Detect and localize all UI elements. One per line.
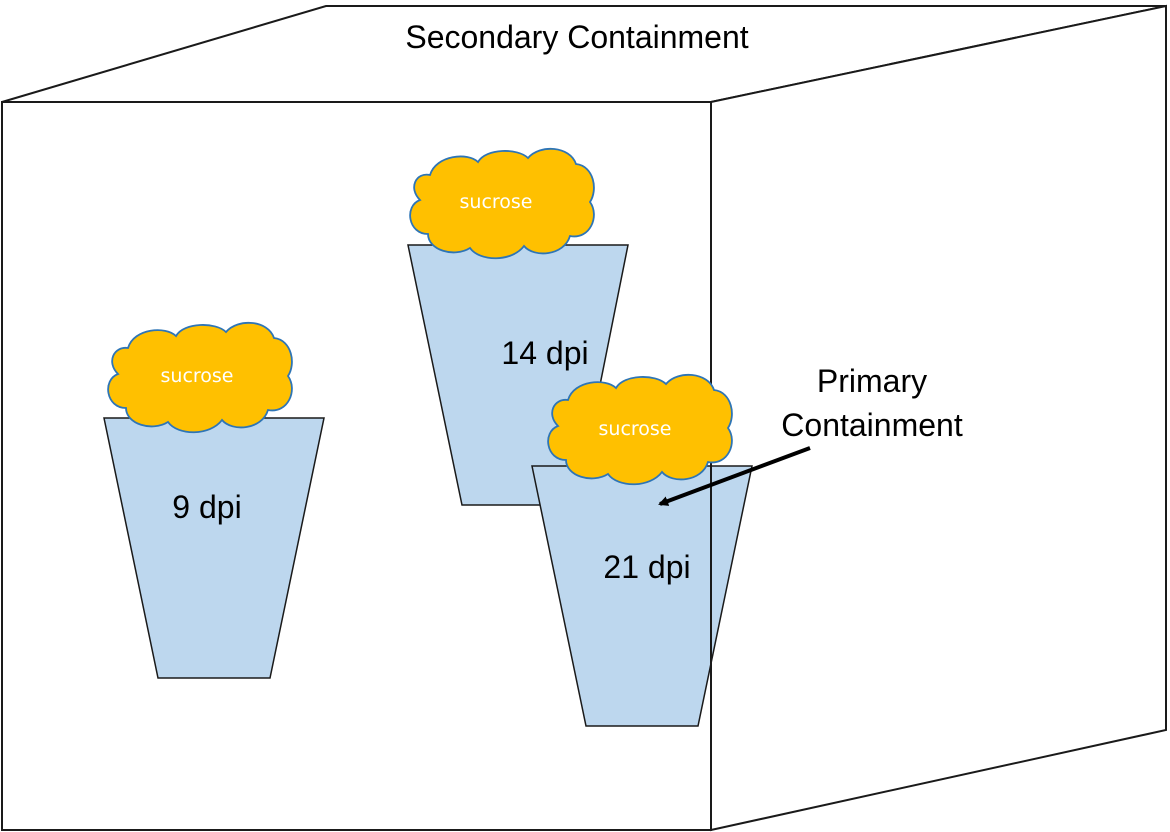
primary-containment-arrow [658, 446, 811, 506]
sucrose-label-21dpi: sucrose [599, 418, 672, 440]
sucrose-label-9dpi: sucrose [161, 365, 234, 387]
sucrose-cloud-9dpi [107, 321, 293, 434]
primary-containment-label-line1: Primary [817, 363, 927, 399]
primary-containment-label-line2: Containment [781, 407, 963, 443]
pot-group-9dpi: sucrose 9 dpi [103, 321, 325, 679]
sucrose-cloud-21dpi [547, 373, 733, 486]
secondary-containment-label: Secondary Containment [405, 19, 748, 55]
sucrose-cloud-14dpi [409, 147, 595, 260]
pot-group-21dpi: sucrose 21 dpi [531, 373, 753, 830]
sucrose-label-14dpi: sucrose [460, 191, 533, 213]
pot-label-21dpi: 21 dpi [603, 549, 690, 585]
pot-label-9dpi: 9 dpi [172, 489, 241, 525]
pot-label-14dpi: 14 dpi [501, 335, 588, 371]
